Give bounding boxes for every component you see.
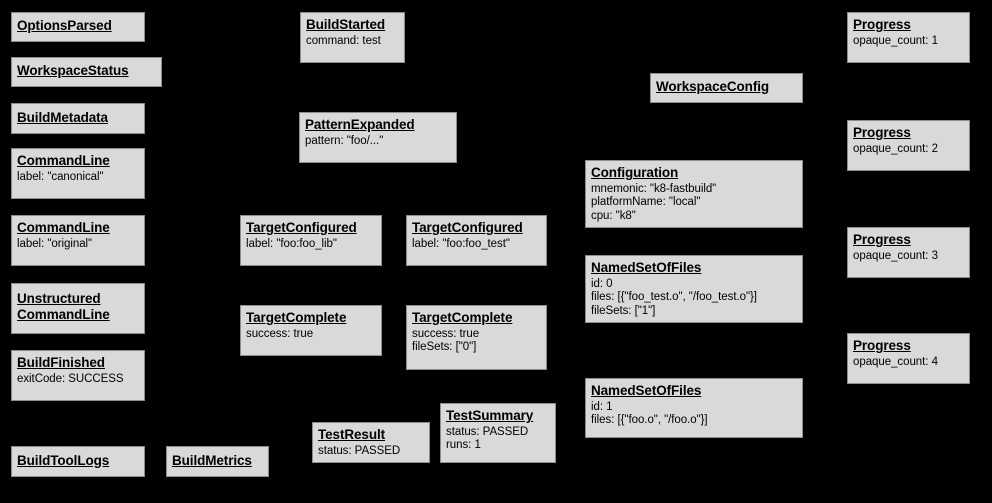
- node-field: exitCode: SUCCESS: [17, 372, 124, 385]
- node-progress-4[interactable]: Progress opaque_count: 4: [847, 333, 970, 384]
- node-field: id: 0: [591, 277, 613, 290]
- node-title: CommandLine: [17, 153, 110, 168]
- node-field: status: PASSED: [318, 444, 401, 457]
- node-unstructured-command-line[interactable]: Unstructured CommandLine: [11, 283, 145, 334]
- node-title: TargetConfigured: [412, 220, 523, 235]
- node-title: Progress: [853, 125, 911, 140]
- node-options-parsed[interactable]: OptionsParsed: [11, 12, 145, 42]
- node-build-metrics[interactable]: BuildMetrics: [166, 446, 269, 477]
- node-title: TargetConfigured: [246, 220, 357, 235]
- node-field: success: true: [412, 327, 480, 340]
- node-title: BuildMetadata: [17, 109, 108, 125]
- node-field: opaque_count: 4: [853, 355, 938, 368]
- node-field: files: [{"foo_test.o", "/foo_test.o"}]: [591, 291, 757, 304]
- node-title: Progress: [853, 17, 911, 32]
- node-target-configured-lib[interactable]: TargetConfigured label: "foo:foo_lib": [240, 215, 382, 266]
- node-field: runs: 1: [446, 439, 481, 452]
- node-title: BuildToolLogs: [17, 452, 110, 468]
- node-build-started[interactable]: BuildStarted command: test: [300, 12, 405, 63]
- node-target-configured-test[interactable]: TargetConfigured label: "foo:foo_test": [406, 215, 547, 266]
- node-field: fileSets: ["0"]: [412, 341, 477, 354]
- node-field: opaque_count: 3: [853, 249, 938, 262]
- node-title: TestResult: [318, 427, 386, 442]
- node-configuration[interactable]: Configuration mnemonic: "k8-fastbuild"pla…: [585, 160, 803, 228]
- node-title: TargetComplete: [412, 310, 513, 325]
- node-test-result[interactable]: TestResult status: PASSED: [312, 422, 430, 463]
- node-title: Progress: [853, 338, 911, 353]
- node-field: label: "canonical": [17, 170, 104, 183]
- node-field: id: 1: [591, 400, 613, 413]
- node-title: TargetComplete: [246, 310, 347, 325]
- node-title: PatternExpanded: [305, 117, 415, 132]
- node-title: WorkspaceStatus: [17, 63, 129, 79]
- node-progress-3[interactable]: Progress opaque_count: 3: [847, 227, 970, 278]
- node-field: opaque_count: 1: [853, 34, 938, 47]
- node-title: OptionsParsed: [17, 18, 112, 34]
- node-title: Progress: [853, 232, 911, 247]
- node-field: status: PASSED: [446, 425, 529, 438]
- node-title: CommandLine: [17, 220, 110, 235]
- node-field: label: "foo:foo_test": [412, 237, 510, 250]
- node-progress-2[interactable]: Progress opaque_count: 2: [847, 120, 970, 171]
- node-command-line-original[interactable]: CommandLine label: "original": [11, 215, 145, 266]
- node-field: command: test: [306, 34, 381, 47]
- node-field: platformName: "local": [591, 196, 701, 209]
- node-title: BuildFinished: [17, 355, 105, 370]
- node-title: Unstructured CommandLine: [17, 291, 110, 323]
- node-build-metadata[interactable]: BuildMetadata: [11, 103, 145, 134]
- node-title: TestSummary: [446, 408, 534, 423]
- node-build-finished[interactable]: BuildFinished exitCode: SUCCESS: [11, 350, 145, 401]
- node-progress-1[interactable]: Progress opaque_count: 1: [847, 12, 970, 63]
- node-title: Configuration: [591, 165, 679, 180]
- node-title: BuildMetrics: [172, 452, 252, 468]
- node-target-complete-lib[interactable]: TargetComplete success: true: [240, 305, 382, 356]
- node-pattern-expanded[interactable]: PatternExpanded pattern: "foo/...": [299, 112, 457, 163]
- node-title: NamedSetOfFiles: [591, 260, 702, 275]
- node-field: files: [{"foo.o", "/foo.o"}]: [591, 414, 708, 427]
- node-title: WorkspaceConfig: [656, 79, 770, 95]
- node-field: cpu: "k8": [591, 210, 636, 222]
- node-field: fileSets: ["1"]: [591, 305, 656, 317]
- node-title: BuildStarted: [306, 17, 386, 32]
- node-workspace-config[interactable]: WorkspaceConfig: [650, 73, 803, 103]
- node-title: NamedSetOfFiles: [591, 383, 702, 398]
- node-field: label: "foo:foo_lib": [246, 237, 337, 250]
- node-workspace-status[interactable]: WorkspaceStatus: [11, 57, 162, 87]
- node-command-line-canonical[interactable]: CommandLine label: "canonical": [11, 148, 145, 199]
- node-field: opaque_count: 2: [853, 142, 938, 155]
- node-field: mnemonic: "k8-fastbuild": [591, 182, 717, 195]
- node-field: success: true: [246, 327, 314, 340]
- node-field: pattern: "foo/...": [305, 134, 384, 147]
- node-build-tool-logs[interactable]: BuildToolLogs: [11, 446, 145, 477]
- node-field: label: "original": [17, 237, 93, 250]
